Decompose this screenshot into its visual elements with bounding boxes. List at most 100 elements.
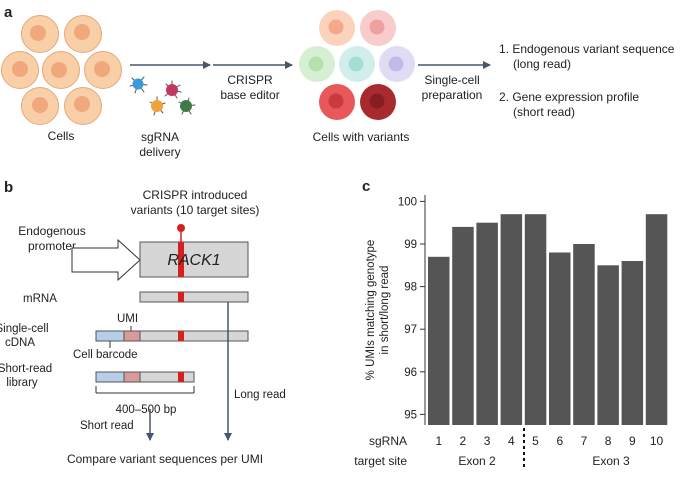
y-axis-title-line1: % UMIs matching genotype xyxy=(365,240,377,381)
bar-8 xyxy=(597,265,619,425)
variant-pin-head xyxy=(177,224,185,232)
x-tick-label-1: 1 xyxy=(435,434,442,448)
variant-cell-peach xyxy=(319,10,355,46)
y-tick-label-97: 97 xyxy=(404,324,417,336)
singlecell-label-line2: preparation xyxy=(422,88,483,102)
library-umi-segment xyxy=(123,371,141,383)
x-tick-labels: 1 2 3 4 5 6 7 8 9 10 xyxy=(435,434,663,448)
variant-cell-red xyxy=(319,84,355,120)
variant-cell-teal xyxy=(339,46,375,82)
promoter-line1: Endogenous xyxy=(18,224,85,238)
variant-cells-group xyxy=(299,10,415,120)
x-axis-title-line1: sgRNA xyxy=(369,434,407,448)
promoter-line2: promoter xyxy=(28,239,76,253)
x-tick-label-10: 10 xyxy=(650,434,664,448)
x-tick-label-9: 9 xyxy=(629,434,636,448)
short-read-label: Short read xyxy=(80,420,134,432)
crispr-label-line2: base editor xyxy=(220,88,279,102)
exon-2-label: Exon 2 xyxy=(458,454,496,468)
variant-cell-green xyxy=(299,46,335,82)
bar-2 xyxy=(452,226,474,425)
gene-box xyxy=(139,241,249,278)
panel-a-label: a xyxy=(4,4,13,21)
cell-5 xyxy=(84,51,122,89)
variant-cell-darkred xyxy=(360,84,396,120)
cell-4 xyxy=(42,51,80,89)
mrna-bar xyxy=(139,291,249,303)
bar-4 xyxy=(500,214,523,425)
variant-cell-pink xyxy=(360,10,396,46)
x-tick-label-4: 4 xyxy=(508,434,515,448)
output-1-line1: 1. Endogenous variant sequence xyxy=(499,42,675,56)
y-axis: 95 96 97 98 99 100 xyxy=(398,196,425,421)
output-1-line2: (long read) xyxy=(513,57,571,71)
crispr-label-line1: CRISPR xyxy=(227,73,273,87)
bars xyxy=(428,214,668,425)
cells-label: Cells xyxy=(48,129,75,143)
cell-2 xyxy=(64,15,102,53)
cells-group xyxy=(1,15,122,125)
variant-mark-gene xyxy=(178,242,184,277)
y-axis-title-line2: in short/long read xyxy=(379,266,391,355)
x-tick-label-5: 5 xyxy=(532,434,539,448)
crispr-variants-line2: variants (10 target sites) xyxy=(131,203,260,217)
library-label-line2: library xyxy=(6,377,38,389)
library-barcode-segment xyxy=(95,371,125,383)
size-bracket xyxy=(95,386,195,394)
umi-label: UMI xyxy=(117,313,138,325)
variant-mark-library xyxy=(178,372,184,382)
crispr-variants-line1: CRISPR introduced xyxy=(143,188,248,202)
cell-7 xyxy=(64,87,102,125)
cdna-label-line2: cDNA xyxy=(5,337,35,349)
cell-1 xyxy=(21,15,59,53)
gene-name: RACK1 xyxy=(167,252,220,269)
x-tick-label-6: 6 xyxy=(556,434,563,448)
long-read-label: Long read xyxy=(234,389,286,401)
bar-1 xyxy=(428,256,450,425)
x-tick-label-3: 3 xyxy=(484,434,491,448)
variant-cell-lavender xyxy=(379,46,415,82)
size-label: 400–500 bp xyxy=(116,404,177,416)
compare-label: Compare variant sequences per UMI xyxy=(67,452,263,466)
panel-c-label: c xyxy=(362,178,370,195)
bar-6 xyxy=(549,252,571,425)
singlecell-label-line1: Single-cell xyxy=(424,73,479,87)
y-tick-label-98: 98 xyxy=(404,282,417,294)
x-tick-label-8: 8 xyxy=(605,434,612,448)
bar-5 xyxy=(524,214,547,425)
cdna-label-line1: Single-cell xyxy=(0,323,49,335)
x-tick-label-7: 7 xyxy=(581,434,588,448)
x-axis-title-line2: target site xyxy=(354,454,407,468)
sgrna-label-line1: sgRNA xyxy=(141,130,179,144)
bar-3 xyxy=(476,222,498,425)
y-tick-label-96: 96 xyxy=(404,367,417,379)
library-label-line1: Short-read xyxy=(0,363,52,375)
exon-3-label: Exon 3 xyxy=(592,454,630,468)
panel-b-label: b xyxy=(4,179,13,196)
cell-6 xyxy=(21,87,59,125)
variants-label: Cells with variants xyxy=(313,130,410,144)
panel-a: a Cells sgRNA delivery xyxy=(1,4,675,159)
cell-barcode-label: Cell barcode xyxy=(73,349,138,361)
y-tick-label-95: 95 xyxy=(404,409,417,421)
sgrna-label-line2: delivery xyxy=(139,145,180,159)
bar-7 xyxy=(573,244,595,425)
y-tick-label-99: 99 xyxy=(404,239,417,251)
sgrna-icon xyxy=(129,76,196,116)
bar-10 xyxy=(645,214,668,425)
x-tick-label-2: 2 xyxy=(460,434,467,448)
variant-mark-cdna xyxy=(178,331,184,341)
panel-b: b CRISPR introduced variants (10 target … xyxy=(0,179,286,466)
panel-c: c % UMIs matching genotype in short/long… xyxy=(354,178,668,470)
promoter-arrow xyxy=(71,238,141,282)
y-axis-title: % UMIs matching genotype in short/long r… xyxy=(365,240,391,381)
output-2-line2: (short read) xyxy=(513,105,575,119)
umi-segment xyxy=(123,330,141,342)
cell-3 xyxy=(1,51,39,89)
variant-mark-mrna xyxy=(178,292,184,302)
output-2-line1: 2. Gene expression profile xyxy=(499,90,639,104)
bar-9 xyxy=(621,261,644,425)
mrna-label: mRNA xyxy=(23,293,57,305)
y-tick-label-100: 100 xyxy=(398,196,417,208)
